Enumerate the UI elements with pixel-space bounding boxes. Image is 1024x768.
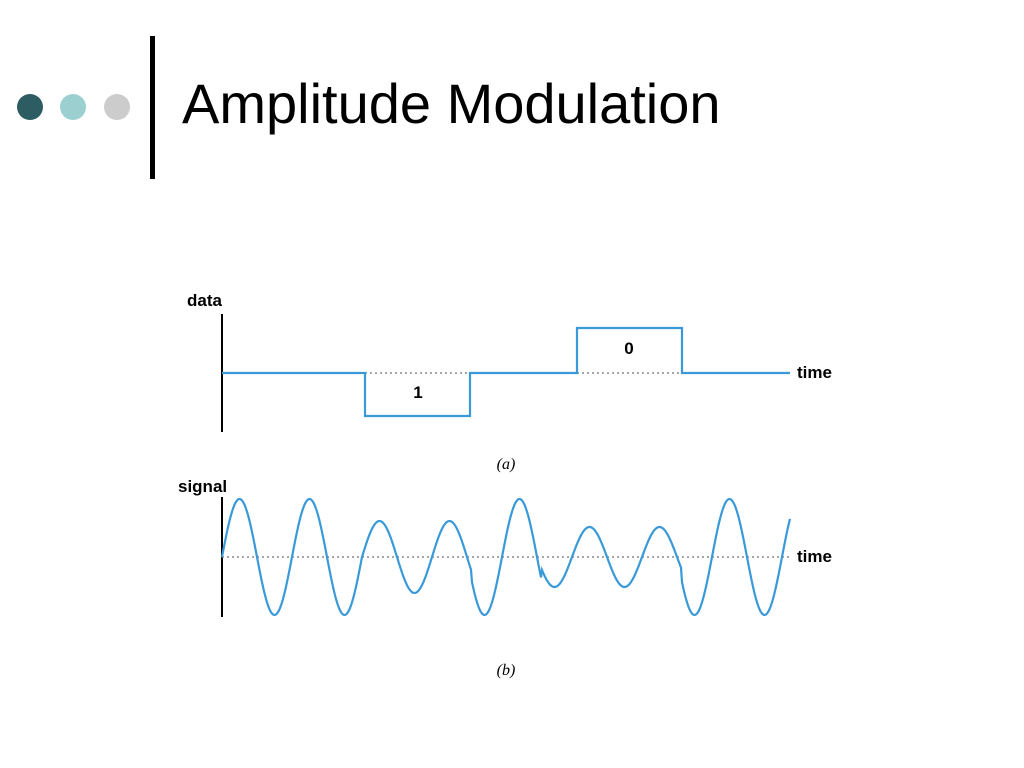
data-axis-label: data: [187, 291, 223, 310]
title-divider: [150, 36, 155, 179]
slide-title: Amplitude Modulation: [182, 72, 721, 135]
bit-label-0: 0: [624, 339, 633, 358]
dot-grey: [104, 94, 130, 120]
dot-teal: [60, 94, 86, 120]
bit-label-1: 1: [413, 383, 422, 402]
signal-axis-label: signal: [178, 477, 227, 496]
data-diagram: data 1 0 time (a): [187, 291, 832, 473]
caption-b: (b): [497, 662, 516, 679]
signal-diagram: signal time (b): [178, 477, 832, 679]
signal-time-label: time: [797, 547, 832, 566]
data-waveform: [222, 326, 790, 418]
caption-a: (a): [497, 456, 516, 473]
dot-dark: [17, 94, 43, 120]
signal-waveform: [220, 497, 792, 617]
data-time-label: time: [797, 363, 832, 382]
